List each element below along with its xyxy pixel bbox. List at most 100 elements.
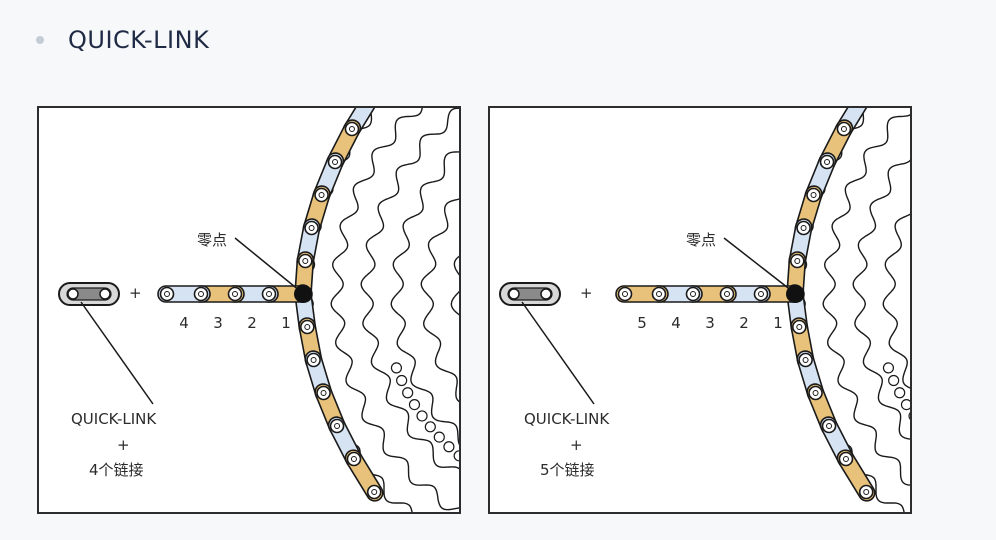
pin-center xyxy=(198,291,204,297)
pin-center xyxy=(622,291,628,297)
gear-hole xyxy=(416,410,428,422)
pin-roller xyxy=(344,121,360,137)
pin-center xyxy=(724,291,730,297)
pin-center xyxy=(304,324,311,330)
chain-diagram xyxy=(58,108,459,512)
leader-lines xyxy=(80,237,301,405)
plus-sign: + xyxy=(580,284,593,302)
pin-roller xyxy=(327,154,343,170)
pin-center xyxy=(800,225,807,231)
quick-link-leader xyxy=(521,301,595,405)
pin-roller xyxy=(858,484,874,500)
link-number: 3 xyxy=(213,314,223,332)
pin-roller xyxy=(819,154,835,170)
pin-center xyxy=(318,192,325,198)
gear-ring xyxy=(330,108,459,511)
quick-link-pin xyxy=(67,288,79,300)
pin-roller xyxy=(261,286,277,302)
zero-point-marker xyxy=(294,285,312,303)
pin-roller xyxy=(227,286,243,302)
quick-link xyxy=(58,282,120,306)
pin-center xyxy=(164,291,170,297)
pin-center xyxy=(863,489,870,495)
pin-roller xyxy=(753,286,769,302)
pin-roller xyxy=(316,385,331,401)
plus-sign: + xyxy=(129,284,142,302)
link-number: 2 xyxy=(247,314,257,332)
pin-center xyxy=(371,489,378,495)
pin-center xyxy=(350,456,357,462)
gear-hole xyxy=(453,450,459,462)
gear-ring xyxy=(450,255,459,316)
pin-center xyxy=(796,324,803,330)
quick-link xyxy=(499,282,561,306)
quick-link-pin xyxy=(540,288,552,300)
pin-center xyxy=(308,225,315,231)
link-number: 1 xyxy=(281,314,291,332)
zero-point-marker xyxy=(786,285,804,303)
pin-roller xyxy=(838,451,854,467)
pin-center xyxy=(232,291,238,297)
caption-link-count: 4个链接 xyxy=(89,461,144,479)
pin-roller xyxy=(685,286,701,302)
pin-roller xyxy=(617,286,633,302)
gear-hole xyxy=(900,398,910,411)
pin-roller xyxy=(806,187,821,203)
link-number: 4 xyxy=(179,314,189,332)
pin-roller xyxy=(314,187,329,203)
gear-ring xyxy=(360,108,459,470)
caption-quick-link: QUICK-LINK xyxy=(524,410,610,428)
gear-hole xyxy=(390,362,403,374)
gear-hole xyxy=(433,431,445,443)
pin-roller xyxy=(329,418,345,434)
vertical-chain xyxy=(294,108,384,502)
gear-hole xyxy=(908,412,910,420)
pin-center xyxy=(332,159,339,165)
caption-plus: + xyxy=(570,436,583,454)
zero-point-label: 零点 xyxy=(686,231,717,249)
caption-quick-link: QUICK-LINK xyxy=(71,410,157,428)
pin-center xyxy=(310,357,317,363)
pin-roller xyxy=(651,286,667,302)
quick-link-pin xyxy=(508,288,520,300)
link-number: 3 xyxy=(705,314,715,332)
quick-link-slot xyxy=(507,287,553,301)
quick-link-slot xyxy=(66,287,112,301)
pin-center xyxy=(802,357,809,363)
pin-center xyxy=(794,258,801,264)
horizontal-chain xyxy=(157,285,313,303)
pin-center xyxy=(348,126,355,132)
gear-ring xyxy=(852,159,910,440)
link-number: 4 xyxy=(671,314,681,332)
cassette-gears xyxy=(300,108,459,512)
pin-roller xyxy=(159,286,175,302)
pin-roller xyxy=(193,286,209,302)
leader-lines xyxy=(521,237,793,405)
pin-center xyxy=(302,258,309,264)
pin-roller xyxy=(798,352,813,368)
pin-center xyxy=(824,159,831,165)
caption-plus: + xyxy=(117,436,130,454)
section-header: QUICK-LINK xyxy=(36,22,209,58)
zero-point-leader xyxy=(234,237,301,292)
pin-center xyxy=(840,126,847,132)
gear-hole xyxy=(396,374,408,387)
pin-roller xyxy=(299,319,315,335)
horizontal-chain xyxy=(615,285,805,303)
pin-center xyxy=(810,192,817,198)
pin-roller xyxy=(796,220,811,236)
pin-roller xyxy=(306,352,321,368)
pin-center xyxy=(758,291,764,297)
pin-roller xyxy=(791,319,807,335)
pin-center xyxy=(826,423,833,429)
pin-center xyxy=(812,390,819,396)
gear-ring xyxy=(390,151,459,446)
zero-point-leader xyxy=(723,237,793,292)
bullet-dot xyxy=(36,36,44,44)
gear-ring xyxy=(420,198,459,403)
link-number: 2 xyxy=(739,314,749,332)
gear-ring xyxy=(882,213,910,389)
pin-roller xyxy=(836,121,852,137)
pin-roller xyxy=(346,451,362,467)
